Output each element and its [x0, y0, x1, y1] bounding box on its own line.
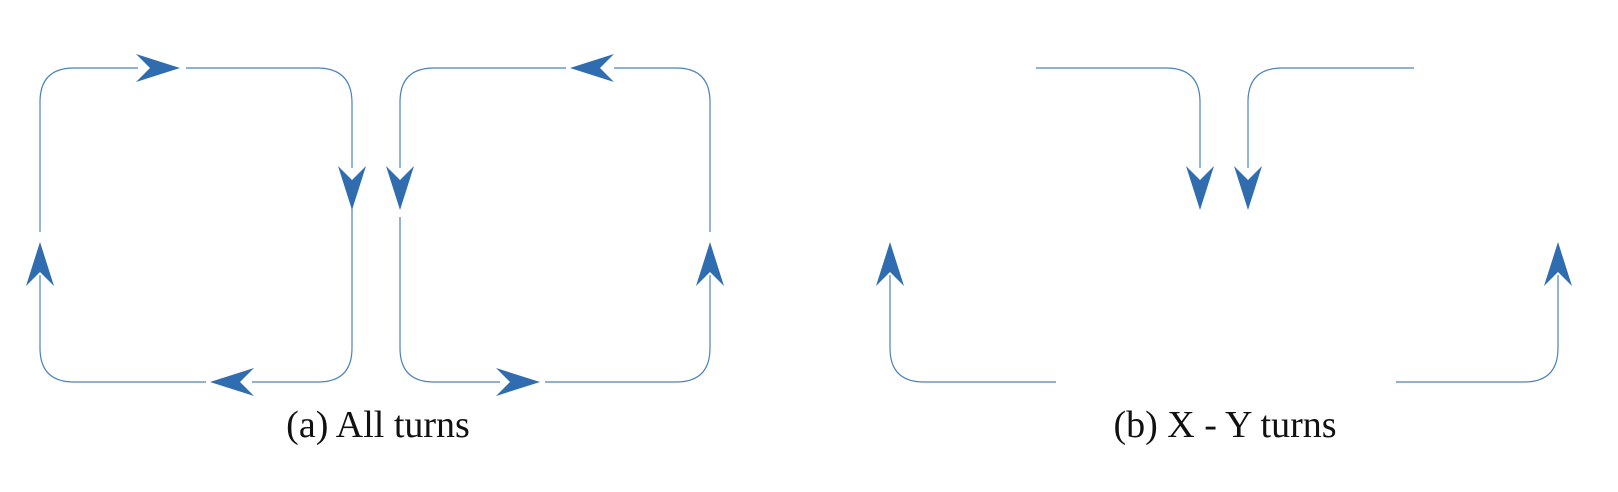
- arrow-down-icon: [386, 166, 414, 210]
- caption-xy-turns: (b) X - Y turns: [1113, 404, 1337, 446]
- arrow-down-icon: [338, 166, 366, 210]
- right-loop-right-bottom: [545, 275, 711, 383]
- left-loop-bottom: [39, 275, 206, 383]
- arrow-left-icon: [570, 54, 614, 82]
- xy-turn-bottom-right: [1396, 275, 1559, 383]
- left-loop-top-right: [186, 67, 353, 168]
- arrow-left-icon: [210, 368, 254, 396]
- arrow-down-icon: [1234, 166, 1262, 210]
- right-loop-top-left: [399, 67, 566, 168]
- panel-all-turns: [26, 54, 724, 396]
- right-loop-left-side: [399, 217, 500, 383]
- arrow-down-icon: [1186, 166, 1214, 210]
- left-loop-right-side: [252, 207, 353, 383]
- panel-xy-turns: [876, 67, 1572, 383]
- right-loop-top-right: [614, 67, 711, 232]
- caption-all-turns: (a) All turns: [286, 404, 470, 446]
- arrow-right-icon: [496, 368, 540, 396]
- xy-turn-top-right: [1247, 67, 1414, 168]
- xy-turn-top-left: [1036, 67, 1201, 168]
- left-loop-left-side: [39, 67, 138, 232]
- xy-turn-bottom-left: [889, 275, 1056, 383]
- arrow-right-icon: [136, 54, 180, 82]
